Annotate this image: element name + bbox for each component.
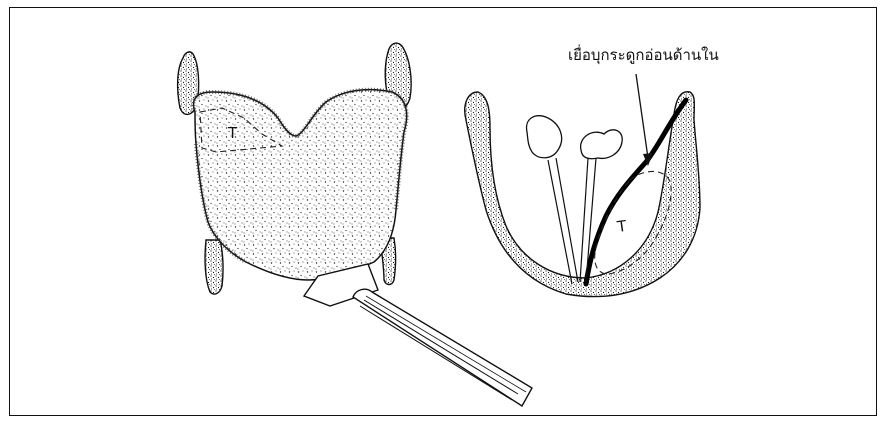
callout-arrow (636, 74, 648, 158)
thyroid-cartilage-front: T (178, 43, 412, 306)
larynx-cross-section: T (465, 74, 700, 297)
t-label-section: T (615, 217, 628, 236)
t-label-front: T (227, 124, 238, 142)
surgical-instrument (353, 289, 532, 406)
callout-label: เยื่อบุกระดูกอ่อนด้านใน (568, 46, 719, 64)
